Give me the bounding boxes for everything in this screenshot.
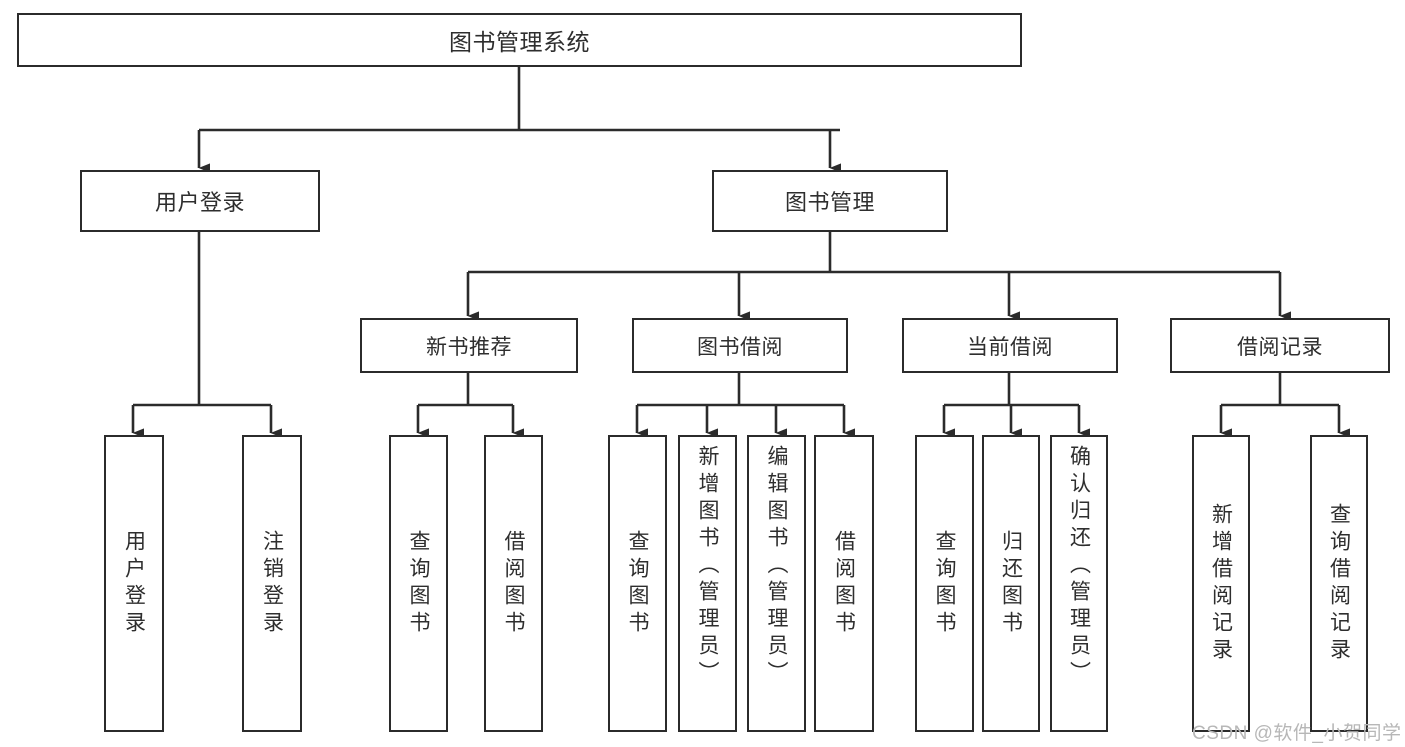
leaf-edit-book-admin[interactable]: 编辑图书（管理员） — [747, 435, 806, 732]
leaf-user-login[interactable]: 用户登录 — [104, 435, 164, 732]
leaf-return-book[interactable]: 归还图书 — [982, 435, 1040, 732]
node-label: 确认归还（管理员） — [1067, 445, 1091, 688]
node-label: 借阅图书 — [502, 529, 525, 638]
node-label: 新增借阅记录 — [1209, 502, 1233, 665]
node-label: 用户登录 — [154, 190, 245, 215]
node-label: 借阅记录 — [1237, 335, 1323, 359]
leaf-confirm-return-admin[interactable]: 确认归还（管理员） — [1050, 435, 1108, 732]
node-label: 图书管理 — [784, 190, 875, 215]
node-book-borrow[interactable]: 图书借阅 — [632, 318, 848, 373]
leaf-query-book-current[interactable]: 查询图书 — [915, 435, 974, 732]
leaf-borrow-book-new[interactable]: 借阅图书 — [484, 435, 543, 732]
node-new-book-recommend[interactable]: 新书推荐 — [360, 318, 578, 373]
leaf-query-book-borrow[interactable]: 查询图书 — [608, 435, 667, 732]
node-current-borrow[interactable]: 当前借阅 — [902, 318, 1118, 373]
node-label: 查询图书 — [933, 529, 956, 638]
node-label: 当前借阅 — [967, 335, 1053, 359]
node-label: 编辑图书（管理员） — [765, 445, 788, 688]
node-label: 新书推荐 — [426, 335, 512, 359]
node-user-login[interactable]: 用户登录 — [80, 170, 320, 232]
node-root-system[interactable]: 图书管理系统 — [17, 13, 1022, 67]
node-book-management[interactable]: 图书管理 — [712, 170, 948, 232]
node-label: 归还图书 — [999, 529, 1023, 638]
node-label: 图书管理系统 — [449, 29, 590, 55]
node-label: 查询借阅记录 — [1327, 502, 1351, 665]
node-label: 查询图书 — [626, 529, 649, 638]
leaf-query-borrow-record[interactable]: 查询借阅记录 — [1310, 435, 1368, 732]
node-label: 用户登录 — [122, 529, 146, 638]
node-label: 注销登录 — [260, 529, 284, 638]
node-borrow-record[interactable]: 借阅记录 — [1170, 318, 1390, 373]
leaf-logout[interactable]: 注销登录 — [242, 435, 302, 732]
leaf-query-book-new[interactable]: 查询图书 — [389, 435, 448, 732]
leaf-add-book-admin[interactable]: 新增图书（管理员） — [678, 435, 737, 732]
leaf-borrow-book[interactable]: 借阅图书 — [814, 435, 874, 732]
node-label: 查询图书 — [407, 529, 430, 638]
leaf-add-borrow-record[interactable]: 新增借阅记录 — [1192, 435, 1250, 732]
node-label: 图书借阅 — [697, 335, 783, 359]
node-label: 借阅图书 — [832, 529, 856, 638]
watermark: CSDN @软件_小贺同学 — [1192, 723, 1402, 744]
node-label: 新增图书（管理员） — [696, 445, 719, 688]
